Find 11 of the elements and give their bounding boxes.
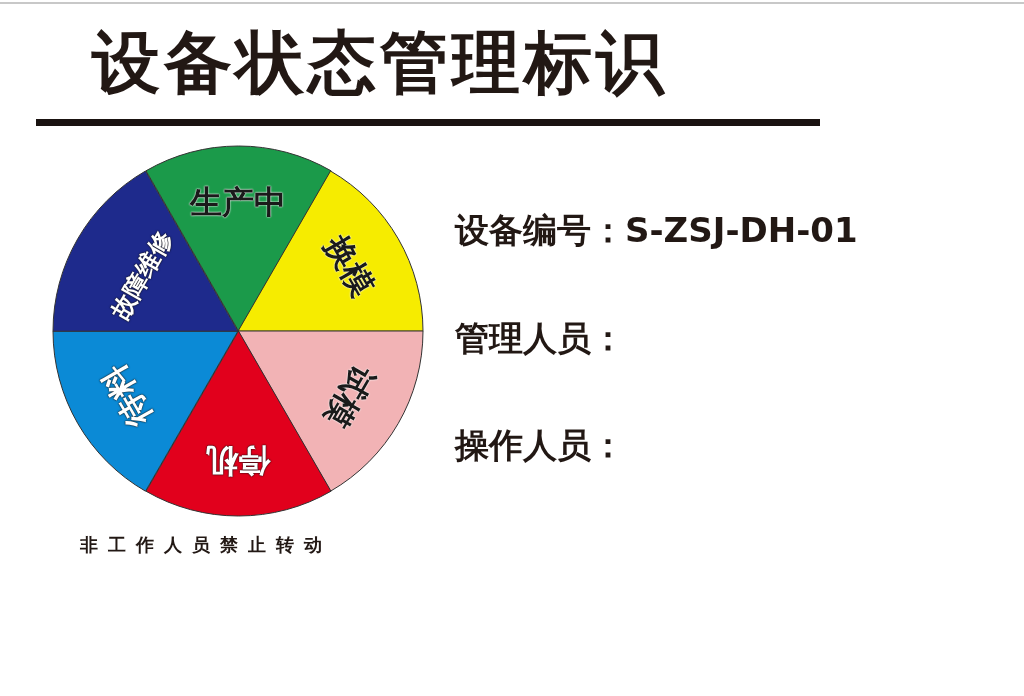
sector-label: 换模 xyxy=(320,230,380,302)
sector-label: 故障维修 xyxy=(107,227,177,324)
sector-label: 停机 xyxy=(206,444,270,477)
sector-label: 待料 xyxy=(96,360,156,432)
field-label: 操作人员： xyxy=(455,424,625,467)
warning-note: 非工作人员禁止转动 xyxy=(80,533,332,557)
title: 设备状态管理标识 xyxy=(92,26,668,101)
field-label: 管理人员： xyxy=(455,317,625,360)
sector-label: 试模 xyxy=(320,360,380,432)
field-label: 设备编号：S-ZSJ-DH-01 xyxy=(455,209,858,252)
sector-label: 生产中 xyxy=(190,185,286,218)
